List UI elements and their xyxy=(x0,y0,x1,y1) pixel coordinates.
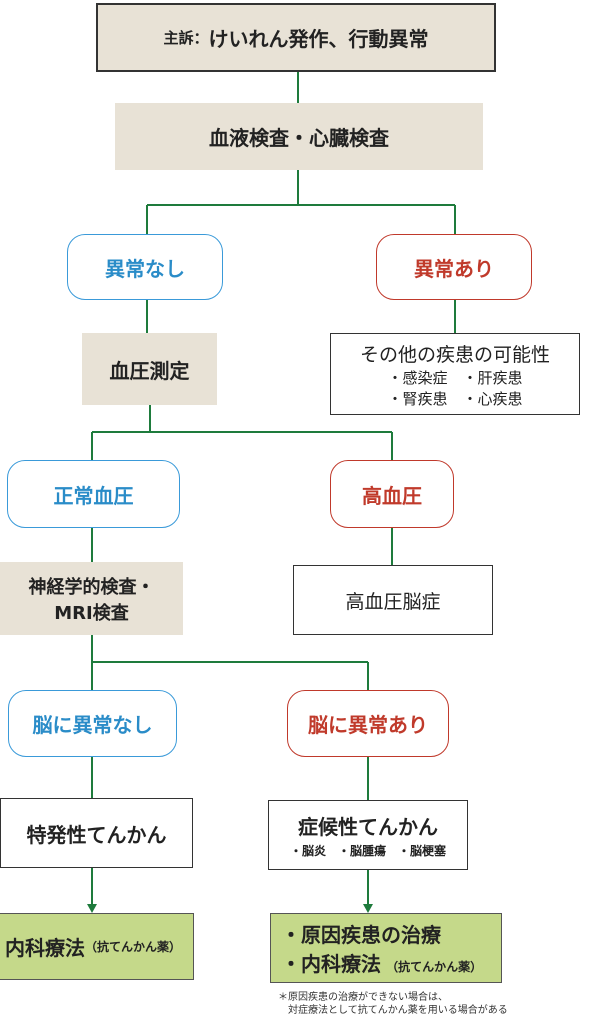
brain-normal-label: 脳に異常なし xyxy=(32,713,153,737)
brain-normal-node: 脳に異常なし xyxy=(8,690,177,757)
chief-complaint-box: 主訴： けいれん発作、行動異常 xyxy=(96,3,496,72)
brain-abnormal-node: 脳に異常あり xyxy=(287,690,449,757)
arrow-head-icon xyxy=(87,904,97,913)
footnote: ＊原因疾患の治療ができない場合は、 対症療法として抗てんかん薬を用いる場合がある xyxy=(278,991,596,1017)
treatment-left-main: 内科療法 xyxy=(4,936,85,960)
normal-bp-node: 正常血圧 xyxy=(7,460,180,528)
other-diseases-line2: ・腎疾患 ・心疾患 xyxy=(387,389,523,408)
treatment-right-line2-sub: （抗てんかん薬） xyxy=(386,960,483,974)
idiopathic-epilepsy-label: 特発性てんかん xyxy=(26,822,167,847)
idiopathic-epilepsy-box: 特発性てんかん xyxy=(0,798,193,868)
treatment-right-line1: ・原因疾患の治療 xyxy=(281,923,441,947)
high-bp-label: 高血圧 xyxy=(362,483,422,508)
chief-complaint-label: 主訴： xyxy=(163,29,209,47)
treatment-right-box: ・原因疾患の治療 ・内科療法 （抗てんかん薬） xyxy=(270,913,502,983)
other-diseases-box: その他の疾患の可能性 ・感染症 ・肝疾患 ・腎疾患 ・心疾患 xyxy=(330,333,580,415)
abnormality-node: 異常あり xyxy=(376,234,532,300)
normal-bp-label: 正常血圧 xyxy=(53,483,134,508)
neuro-test-line2: MRI検査 xyxy=(54,602,129,624)
treatment-right-line2-main: ・内科療法 xyxy=(281,952,381,976)
treatment-right-line2: ・内科療法 （抗てんかん薬） xyxy=(281,948,482,977)
blood-heart-test-label: 血液検査・心臓検査 xyxy=(209,126,389,150)
treatment-left-sub: （抗てんかん薬） xyxy=(84,940,181,954)
symptomatic-epilepsy-box: 症候性てんかん ・脳炎 ・脳腫瘍 ・脳梗塞 xyxy=(268,800,468,870)
no-abnormality-label: 異常なし xyxy=(105,256,185,281)
footnote-line2: 対症療法として抗てんかん薬を用いる場合がある xyxy=(288,1005,508,1016)
other-diseases-line1: ・感染症 ・肝疾患 xyxy=(387,368,523,387)
hypertensive-encephalopathy-label: 高血圧脳症 xyxy=(345,590,441,613)
blood-pressure-label: 血圧測定 xyxy=(109,358,190,383)
symptomatic-epilepsy-title: 症候性てんかん xyxy=(298,815,438,839)
hypertensive-encephalopathy-box: 高血圧脳症 xyxy=(293,565,493,635)
symptomatic-epilepsy-subtitle: ・脳炎 ・脳腫瘍 ・脳梗塞 xyxy=(289,844,446,858)
no-abnormality-node: 異常なし xyxy=(67,234,223,300)
neuro-test-box: 神経学的検査・ MRI検査 xyxy=(0,562,183,635)
chief-complaint-text: けいれん発作、行動異常 xyxy=(208,27,429,51)
arrow-head-icon xyxy=(363,904,373,913)
brain-abnormal-label: 脳に異常あり xyxy=(308,713,428,737)
treatment-left-box: 内科療法 （抗てんかん薬） xyxy=(0,913,194,980)
other-diseases-title: その他の疾患の可能性 xyxy=(359,343,550,366)
footnote-line1: ＊原因疾患の治療ができない場合は、 xyxy=(278,992,448,1003)
neuro-test-line1: 神経学的検査・ xyxy=(28,576,155,598)
abnormality-label: 異常あり xyxy=(414,256,494,281)
high-bp-node: 高血圧 xyxy=(330,460,454,528)
blood-pressure-box: 血圧測定 xyxy=(82,333,217,405)
blood-heart-test-box: 血液検査・心臓検査 xyxy=(115,103,483,170)
